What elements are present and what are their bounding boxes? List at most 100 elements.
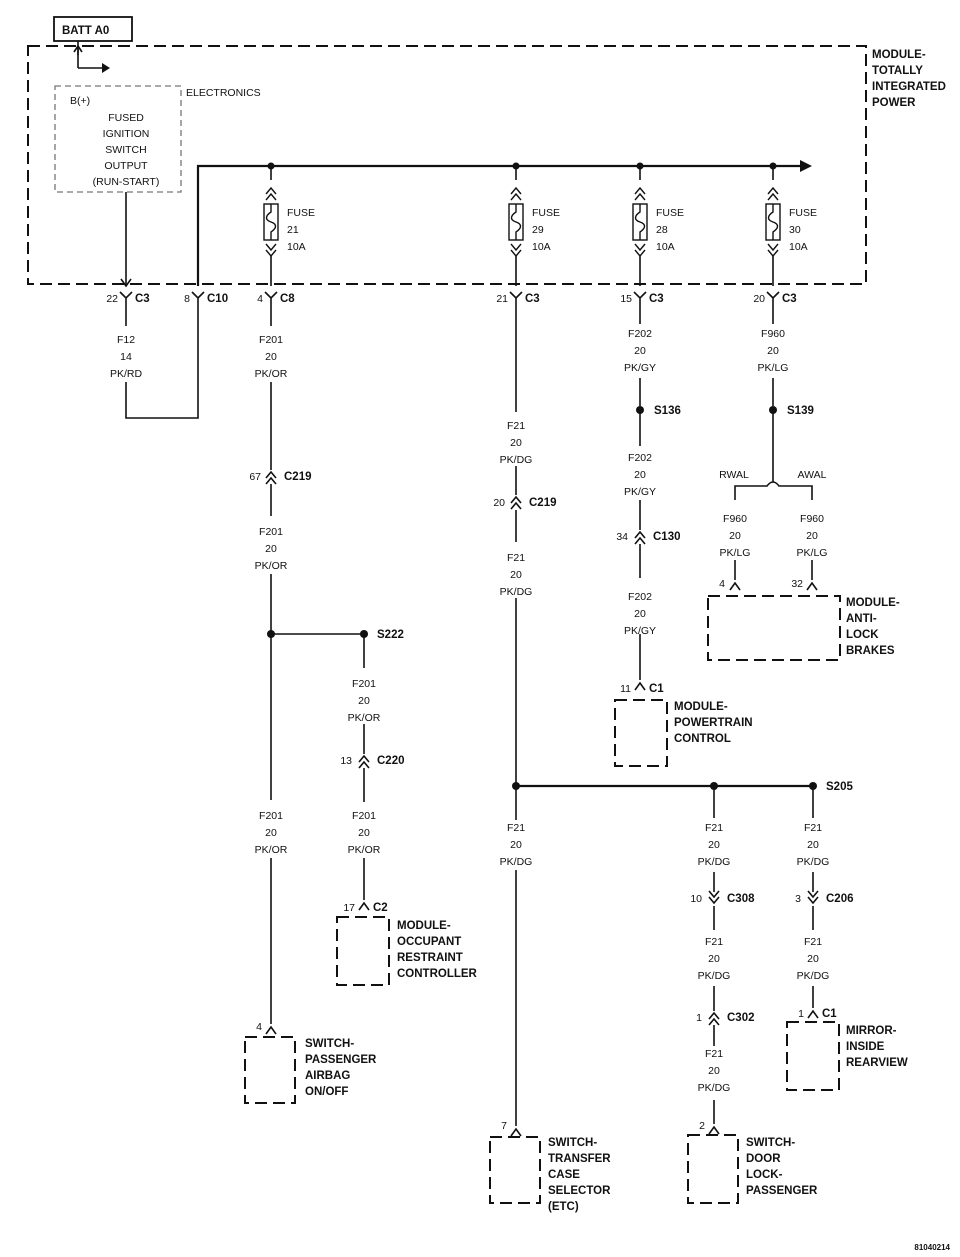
svg-text:C220: C220 bbox=[377, 755, 405, 767]
svg-text:PASSENGER: PASSENGER bbox=[746, 1185, 818, 1197]
svg-text:PK/DG: PK/DG bbox=[500, 856, 533, 868]
batt-label: BATT A0 bbox=[62, 25, 109, 37]
svg-text:4: 4 bbox=[257, 293, 263, 305]
svg-text:10: 10 bbox=[690, 893, 702, 905]
svg-text:20: 20 bbox=[510, 839, 522, 851]
svg-text:POWER: POWER bbox=[872, 97, 916, 109]
svg-text:REARVIEW: REARVIEW bbox=[846, 1057, 908, 1069]
svg-text:20: 20 bbox=[265, 827, 277, 839]
svg-text:F21: F21 bbox=[705, 936, 723, 948]
wire-f960-label-2: F960 20 PK/LG bbox=[720, 513, 751, 559]
svg-text:SWITCH: SWITCH bbox=[105, 144, 146, 156]
svg-text:10A: 10A bbox=[532, 241, 551, 253]
svg-text:F21: F21 bbox=[507, 420, 525, 432]
svg-text:PASSENGER: PASSENGER bbox=[305, 1054, 377, 1066]
wire-f21-label-1: F21 20 PK/DG bbox=[500, 420, 533, 466]
svg-text:PK/LG: PK/LG bbox=[720, 547, 751, 559]
svg-text:8: 8 bbox=[184, 293, 190, 305]
svg-text:ANTI-: ANTI- bbox=[846, 613, 877, 625]
electronics-label: ELECTRONICS bbox=[186, 87, 261, 99]
wire-f201-label-2: F201 20 PK/OR bbox=[255, 526, 288, 572]
svg-text:PK/DG: PK/DG bbox=[698, 856, 731, 868]
svg-text:LOCK-: LOCK- bbox=[746, 1169, 783, 1181]
svg-text:C219: C219 bbox=[529, 497, 557, 509]
svg-text:FUSE: FUSE bbox=[287, 207, 315, 219]
wire-f202-label-1: F202 20 PK/GY bbox=[624, 328, 656, 374]
svg-text:21: 21 bbox=[496, 293, 508, 305]
svg-text:F201: F201 bbox=[259, 526, 283, 538]
connector-c3-pin15: 15 C3 bbox=[620, 291, 664, 305]
svg-text:C219: C219 bbox=[284, 471, 312, 483]
svg-text:F21: F21 bbox=[507, 822, 525, 834]
rwal-label: RWAL bbox=[719, 469, 749, 481]
svg-text:F201: F201 bbox=[259, 334, 283, 346]
svg-text:C3: C3 bbox=[782, 293, 797, 305]
svg-text:F960: F960 bbox=[800, 513, 824, 525]
svg-text:C308: C308 bbox=[727, 893, 755, 905]
wire-f201-label-4: F201 20 PK/OR bbox=[348, 678, 381, 724]
connector-c3-pin21: 21 C3 bbox=[496, 291, 540, 305]
svg-text:F202: F202 bbox=[628, 452, 652, 464]
fuse-29: FUSE 29 10A bbox=[508, 166, 560, 286]
svg-text:MODULE-: MODULE- bbox=[846, 597, 900, 609]
svg-text:PK/DG: PK/DG bbox=[698, 1082, 731, 1094]
splice-s139-label: S139 bbox=[787, 405, 814, 417]
fuse-28: FUSE 28 10A bbox=[632, 166, 684, 286]
svg-text:POWERTRAIN: POWERTRAIN bbox=[674, 717, 753, 729]
svg-text:13: 13 bbox=[340, 755, 352, 767]
svg-text:20: 20 bbox=[634, 469, 646, 481]
svg-text:21: 21 bbox=[287, 224, 299, 236]
svg-text:20: 20 bbox=[358, 827, 370, 839]
awal-label: AWAL bbox=[798, 469, 827, 481]
orc-name: MODULE- OCCUPANT RESTRAINT CONTROLLER bbox=[397, 920, 478, 980]
batt-box bbox=[53, 16, 133, 42]
svg-text:INTEGRATED: INTEGRATED bbox=[872, 81, 946, 93]
wire-f201-label-3: F201 20 PK/OR bbox=[255, 810, 288, 856]
wire-f960-label-1: F960 20 PK/LG bbox=[758, 328, 789, 374]
svg-text:30: 30 bbox=[789, 224, 801, 236]
door-lock-switch-pin: 2 bbox=[699, 1120, 705, 1132]
switch-transfer-case-selector bbox=[489, 1136, 541, 1204]
svg-text:F21: F21 bbox=[507, 552, 525, 564]
wire-f21-label-5: F21 20 PK/DG bbox=[698, 936, 731, 982]
svg-text:22: 22 bbox=[106, 293, 118, 305]
svg-text:F960: F960 bbox=[761, 328, 785, 340]
svg-text:10A: 10A bbox=[789, 241, 808, 253]
svg-text:14: 14 bbox=[120, 351, 132, 363]
svg-text:20: 20 bbox=[807, 839, 819, 851]
svg-text:SWITCH-: SWITCH- bbox=[746, 1137, 795, 1149]
abs-pin-4: 4 bbox=[719, 578, 725, 590]
svg-text:IGNITION: IGNITION bbox=[103, 128, 150, 140]
svg-text:MIRROR-: MIRROR- bbox=[846, 1025, 897, 1037]
svg-text:F21: F21 bbox=[705, 1048, 723, 1060]
connector-c308: 10 C308 bbox=[690, 890, 755, 905]
svg-text:LOCK: LOCK bbox=[846, 629, 879, 641]
svg-text:20: 20 bbox=[729, 530, 741, 542]
svg-text:OUTPUT: OUTPUT bbox=[104, 160, 148, 172]
svg-text:PK/RD: PK/RD bbox=[110, 368, 143, 380]
svg-text:PK/LG: PK/LG bbox=[758, 362, 789, 374]
wire-f202-label-2: F202 20 PK/GY bbox=[624, 452, 656, 498]
wire-f21-label-4: F21 20 PK/DG bbox=[698, 822, 731, 868]
svg-text:20: 20 bbox=[634, 608, 646, 620]
abs-pin-32: 32 bbox=[791, 578, 803, 590]
connector-c8: 4 C8 bbox=[257, 291, 295, 305]
figure-id: 81040214 bbox=[914, 1243, 950, 1252]
wire-f201-label-5: F201 20 PK/OR bbox=[348, 810, 381, 856]
svg-text:BRAKES: BRAKES bbox=[846, 645, 895, 657]
svg-text:FUSED: FUSED bbox=[108, 112, 144, 124]
door-lock-switch-name: SWITCH- DOOR LOCK- PASSENGER bbox=[746, 1137, 818, 1197]
wire-f201-label-1: F201 20 PK/OR bbox=[255, 334, 288, 380]
svg-text:TRANSFER: TRANSFER bbox=[548, 1153, 611, 1165]
svg-text:F201: F201 bbox=[352, 810, 376, 822]
svg-text:F21: F21 bbox=[804, 936, 822, 948]
svg-text:CASE: CASE bbox=[548, 1169, 580, 1181]
svg-text:F201: F201 bbox=[259, 810, 283, 822]
mirror-conn: C1 bbox=[822, 1008, 837, 1020]
fuse-21: FUSE 21 10A bbox=[263, 166, 315, 286]
svg-text:C3: C3 bbox=[649, 293, 664, 305]
wire-f21-label-7: F21 20 PK/DG bbox=[797, 822, 830, 868]
transfer-switch-name: SWITCH- TRANSFER CASE SELECTOR (ETC) bbox=[548, 1137, 611, 1213]
switch-door-lock-passenger bbox=[687, 1134, 739, 1204]
connector-c302: 1 C302 bbox=[696, 1012, 755, 1026]
